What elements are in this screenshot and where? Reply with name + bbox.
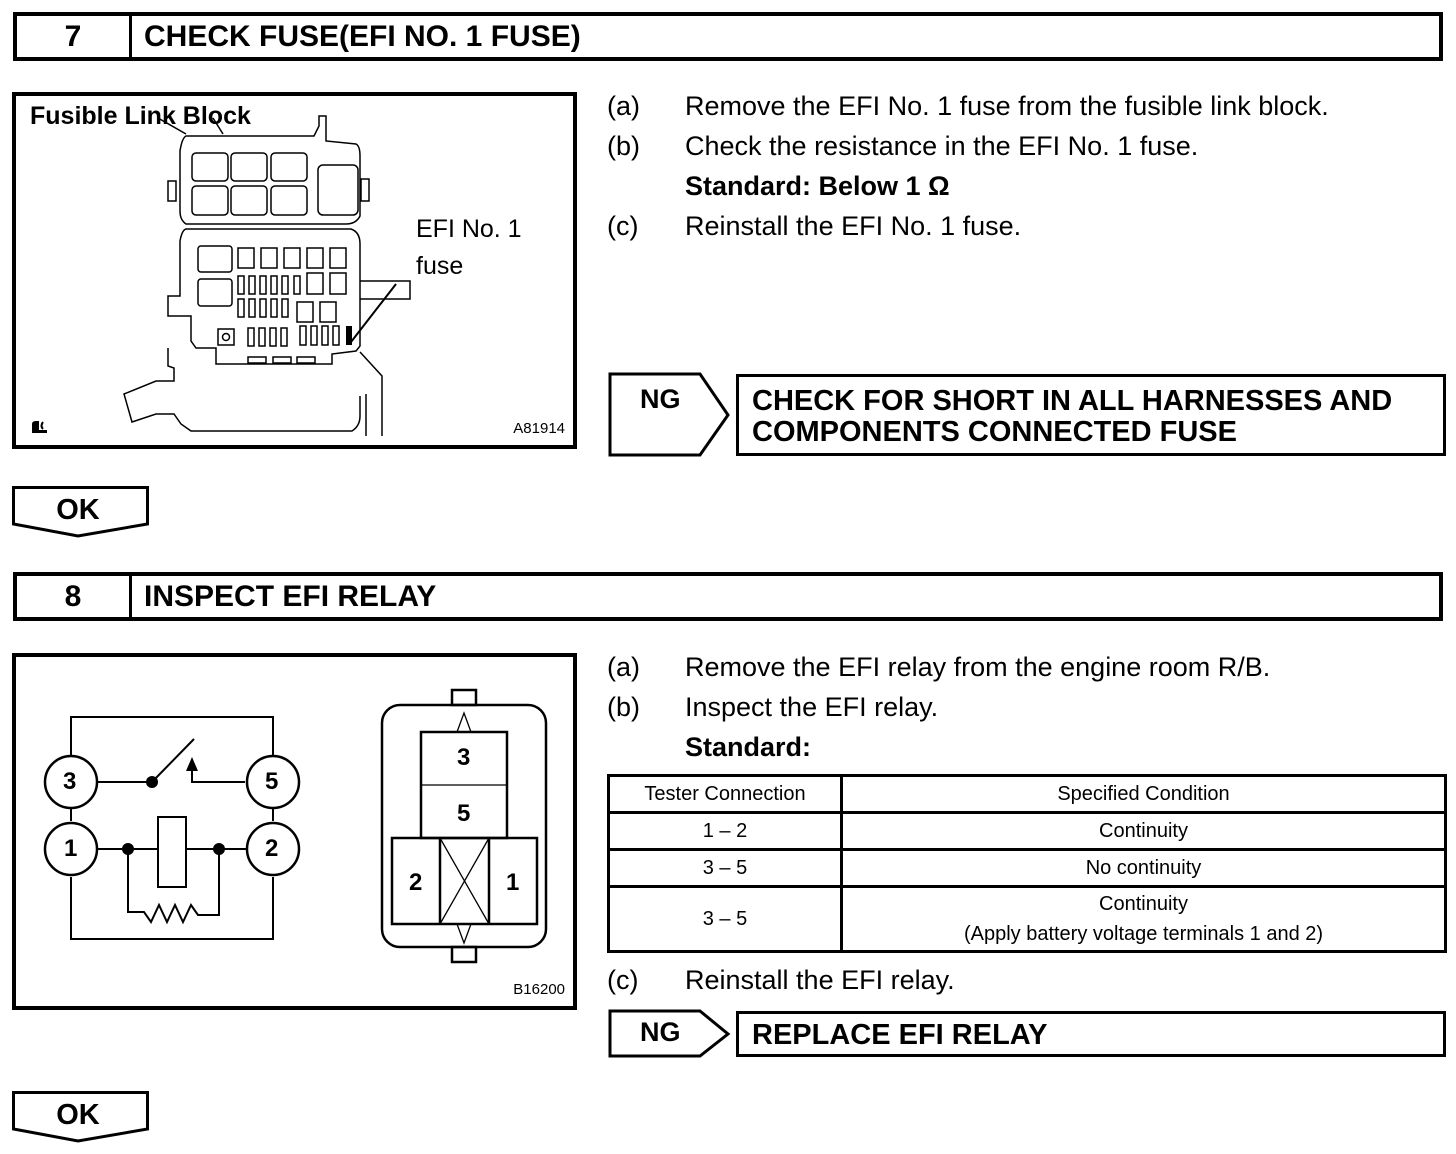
terminal-1-label: 1 — [64, 835, 78, 862]
step-number: 8 — [17, 576, 132, 617]
terminal-3-circle — [43, 754, 99, 810]
instruction-c: (c) Reinstall the EFI relay. — [607, 960, 955, 1000]
callout-line-2: fuse — [416, 252, 464, 280]
step-7-ng-branch: NG CHECK FOR SHORT IN ALL HARNESSES AND … — [608, 372, 1448, 458]
table-row: 3 – 5 No continuity — [607, 848, 1447, 888]
ng-arrow-tag — [608, 372, 730, 457]
standard-value: Standard: Below 1 Ω — [607, 166, 1329, 206]
terminal-5-circle — [245, 754, 301, 810]
step-title: CHECK FUSE(EFI NO. 1 FUSE) — [144, 19, 581, 53]
ng-action-line-1: CHECK FOR SHORT IN ALL HARNESSES AND — [752, 385, 1393, 417]
table-header-row: Tester Connection Specified Condition — [607, 774, 1447, 814]
instruction-a: (a) Remove the EFI No. 1 fuse from the f… — [607, 86, 1329, 126]
step-number: 7 — [17, 16, 132, 57]
instruction-label: (c) — [607, 211, 639, 241]
instruction-text: Check the resistance in the EFI No. 1 fu… — [685, 131, 1199, 161]
callout-leader — [350, 283, 397, 343]
terminal-3-label: 3 — [63, 768, 77, 795]
fusible-link-block-figure: Fusible Link Block EFI No. 1 fuse — [12, 92, 577, 449]
instruction-text: Reinstall the EFI No. 1 fuse. — [685, 211, 1022, 241]
step-8-ng-branch: NG REPLACE EFI RELAY — [608, 1009, 1448, 1059]
step-7-instructions: (a) Remove the EFI No. 1 fuse from the f… — [607, 86, 1329, 246]
instruction-label: (a) — [607, 91, 640, 121]
relay-pin-3-label: 3 — [457, 744, 471, 771]
table-row: 1 – 2 Continuity — [607, 811, 1447, 851]
condition-note: (Apply battery voltage terminals 1 and 2… — [963, 923, 1324, 945]
terminal-5-label: 5 — [265, 768, 279, 795]
efi-no1-fuse — [346, 326, 352, 345]
connector-view-icon — [32, 421, 47, 433]
efi-relay-figure: 3 5 1 2 3 5 2 1 B16200 — [12, 653, 577, 1010]
ng-action-line-1: REPLACE EFI RELAY — [752, 1019, 1048, 1051]
instruction-b: (b) Inspect the EFI relay. — [607, 687, 1270, 727]
tester-connection: 1 – 2 — [607, 811, 843, 851]
relay-schematic — [43, 688, 548, 964]
figure-code: A81914 — [513, 420, 565, 437]
fusible-link-block-drawing — [123, 115, 411, 436]
step-8-header: 8 INSPECT EFI RELAY — [13, 572, 1443, 621]
relay-coil — [157, 816, 187, 888]
step-8-instruction-c: (c) Reinstall the EFI relay. — [607, 960, 955, 1000]
table-row: 3 – 5 Continuity (Apply battery voltage … — [607, 885, 1447, 953]
instruction-a: (a) Remove the EFI relay from the engine… — [607, 647, 1270, 687]
step-7-header: 7 CHECK FUSE(EFI NO. 1 FUSE) — [13, 12, 1443, 61]
column-header: Tester Connection — [607, 774, 843, 814]
step-8-ok-arrow: OK — [12, 1091, 150, 1143]
instruction-text: Inspect the EFI relay. — [685, 692, 939, 722]
callout-label: EFI No. 1 fuse — [416, 211, 522, 285]
tester-connection: 3 – 5 — [607, 885, 843, 953]
relay-pin-1-label: 1 — [506, 869, 520, 896]
specified-condition: No continuity — [840, 848, 1447, 888]
instruction-b: (b) Check the resistance in the EFI No. … — [607, 126, 1329, 166]
standard-text: Standard: — [685, 732, 812, 762]
ng-action-box: REPLACE EFI RELAY — [736, 1011, 1446, 1057]
relay-pin-2-label: 2 — [409, 869, 423, 896]
figure-code: B16200 — [513, 981, 565, 998]
standard-heading: Standard: — [607, 727, 1270, 767]
terminal-2-circle — [245, 821, 301, 877]
relay-pin-5-label: 5 — [457, 800, 471, 827]
instruction-label: (c) — [607, 965, 639, 995]
terminal-1-circle — [43, 821, 99, 877]
step-7-ok-arrow: OK — [12, 486, 150, 538]
ok-label: OK — [56, 1099, 100, 1131]
ng-label: NG — [640, 1017, 681, 1047]
callout-line-1: EFI No. 1 — [416, 215, 522, 243]
column-header: Specified Condition — [840, 774, 1447, 814]
step-title: INSPECT EFI RELAY — [144, 579, 437, 613]
instruction-label: (b) — [607, 131, 640, 161]
instruction-text: Remove the EFI No. 1 fuse from the fusib… — [685, 91, 1329, 121]
tester-connection: 3 – 5 — [607, 848, 843, 888]
figure-title: Fusible Link Block — [30, 102, 251, 130]
ok-label: OK — [56, 494, 100, 526]
ng-arrow-tag — [608, 1009, 731, 1058]
specified-condition: Continuity — [840, 811, 1447, 851]
specified-condition: Continuity — [1099, 893, 1188, 915]
step-8-instructions: (a) Remove the EFI relay from the engine… — [607, 647, 1270, 767]
instruction-label: (b) — [607, 692, 640, 722]
instruction-text: Remove the EFI relay from the engine roo… — [685, 652, 1271, 682]
ok-arrow-shape — [12, 486, 149, 538]
instruction-text: Reinstall the EFI relay. — [685, 965, 955, 995]
ok-arrow-shape — [12, 1091, 149, 1143]
ng-action-box: CHECK FOR SHORT IN ALL HARNESSES AND COM… — [736, 374, 1446, 456]
standard-text: Standard: Below 1 Ω — [685, 171, 950, 201]
ng-label: NG — [640, 384, 681, 414]
terminal-2-label: 2 — [265, 835, 279, 862]
relay-spec-table: Tester Connection Specified Condition 1 … — [607, 774, 1447, 953]
fuse-slot — [191, 152, 229, 182]
instruction-c: (c) Reinstall the EFI No. 1 fuse. — [607, 206, 1329, 246]
instruction-label: (a) — [607, 652, 640, 682]
ng-action-line-2: COMPONENTS CONNECTED FUSE — [752, 416, 1237, 448]
specified-condition-cell: Continuity (Apply battery voltage termin… — [840, 885, 1447, 953]
